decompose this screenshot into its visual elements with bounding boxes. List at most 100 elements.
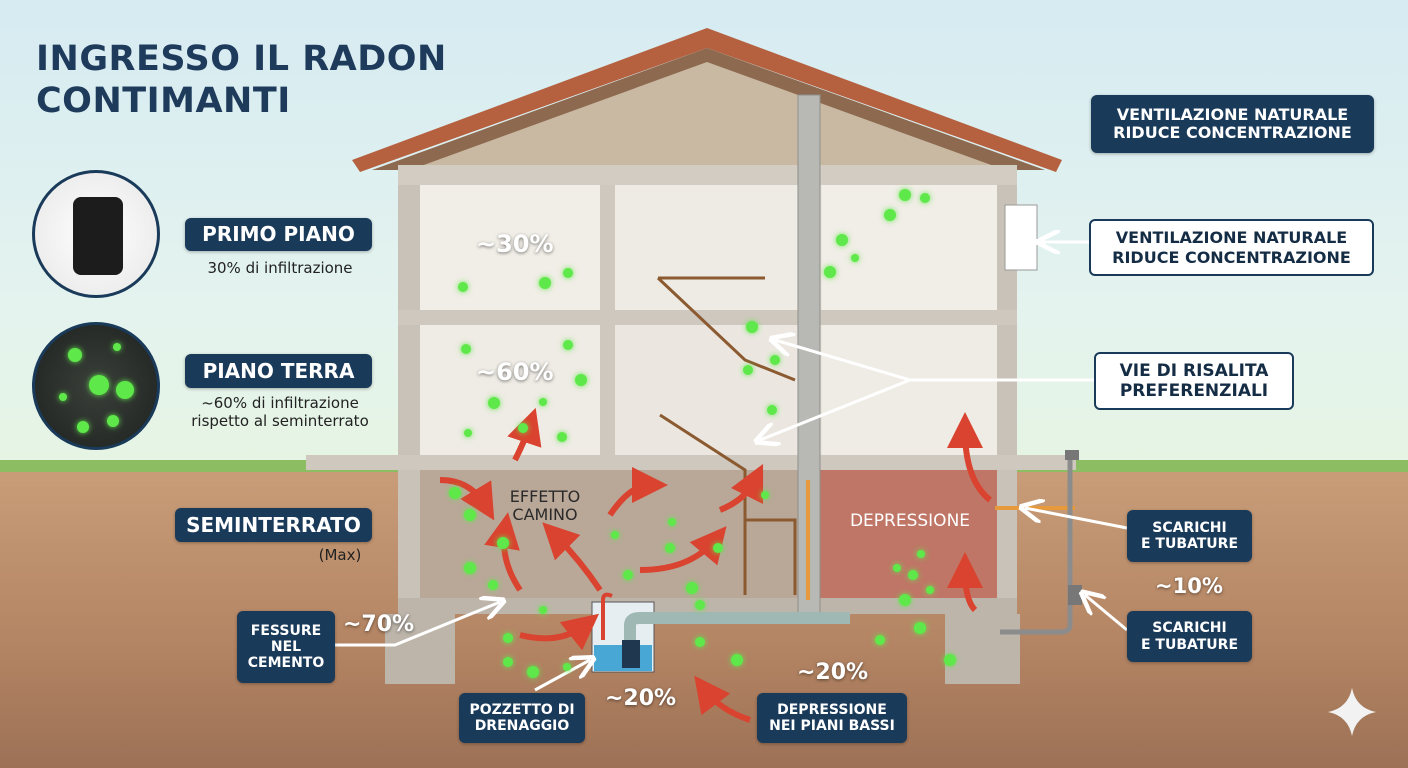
radon-particle: [695, 637, 705, 647]
radon-particle: [464, 509, 476, 521]
radon-particle: [488, 397, 500, 409]
radon-detector-icon: [32, 170, 160, 298]
radon-particle: [563, 663, 571, 671]
radon-particle: [695, 600, 705, 610]
depressione-bassi-percent: ~20%: [797, 660, 869, 685]
depressione-bassi-line2: NEI PIANI BASSI: [769, 718, 895, 734]
label-piano-terra: PIANO TERRA: [185, 354, 372, 388]
radon-particle: [686, 582, 698, 594]
ventilazione-window-line2: RIDUCE CONCENTRAZIONE: [1112, 247, 1351, 267]
radon-particle: [464, 429, 472, 437]
radon-particle: [875, 635, 885, 645]
ventilazione-window-line1: VENTILAZIONE NATURALE: [1115, 228, 1348, 248]
pozzetto-line2: DRENAGGIO: [474, 718, 570, 734]
radon-particle: [926, 586, 934, 594]
radon-particle: [449, 487, 461, 499]
radon-particle: [518, 423, 528, 433]
radon-particle: [539, 277, 551, 289]
scarichi-percent: ~10%: [1155, 574, 1223, 598]
radon-particle: [458, 282, 468, 292]
pozzetto-line1: POZZETTO DI: [469, 701, 575, 718]
depression-room: [820, 470, 1000, 600]
radon-particle: [713, 543, 723, 553]
radon-particle: [668, 518, 676, 526]
piano-terra-desc-2: rispetto al seminterrato: [191, 412, 369, 430]
radon-particle: [497, 537, 509, 549]
chimney-effect-line1: EFFETTO: [509, 487, 581, 506]
radon-particle: [464, 562, 476, 574]
radon-particle: [899, 189, 911, 201]
radon-particle: [461, 344, 471, 354]
open-window: [1004, 204, 1038, 271]
primo-piano-desc: 30% di infiltrazione: [207, 259, 353, 277]
first-floor-percent: ~30%: [476, 230, 554, 258]
radon-particle: [746, 321, 758, 333]
radon-particle: [539, 606, 547, 614]
radon-particle: [824, 266, 836, 278]
radon-particle: [731, 654, 743, 666]
radon-particle: [908, 570, 918, 580]
ventilazione-top-line1: VENTILAZIONE NATURALE: [1116, 104, 1349, 124]
radon-particle: [665, 543, 675, 553]
radon-particle: [944, 654, 956, 666]
radon-particle: [767, 405, 777, 415]
fessure-percent: ~70%: [343, 612, 415, 637]
radon-particle: [851, 254, 859, 262]
radon-particle: [503, 633, 513, 643]
radon-particle: [893, 564, 901, 572]
radon-particle: [527, 666, 539, 678]
radon-particles-icon: [32, 322, 160, 450]
fessure-line2: NEL: [270, 638, 302, 655]
sparkle-icon: [1328, 688, 1376, 736]
roof: [352, 28, 1062, 172]
depressione-bassi-line1: DEPRESSIONE: [777, 701, 887, 718]
radon-particle: [884, 209, 896, 221]
radon-particle: [563, 268, 573, 278]
label-primo-piano: PRIMO PIANO: [185, 218, 372, 251]
radon-particle: [899, 594, 911, 606]
radon-particle: [503, 657, 513, 667]
radon-particle: [611, 531, 619, 539]
radon-particle: [563, 340, 573, 350]
scarichi-1-line1: SCARICHI: [1152, 519, 1227, 536]
ground-floor-percent: ~60%: [476, 358, 554, 386]
callout-lines: [335, 242, 1128, 692]
scarichi-2-line1: SCARICHI: [1152, 620, 1227, 637]
depression-room-label: DEPRESSIONE: [849, 511, 971, 531]
radon-flow-arrows: [439, 407, 992, 723]
radon-particle: [836, 234, 848, 246]
radon-particle: [557, 432, 567, 442]
scarichi-2-line2: E TUBATURE: [1140, 636, 1239, 653]
radon-particle: [743, 365, 753, 375]
pozzetto-percent: ~20%: [605, 686, 677, 711]
fessure-line3: CEMENTO: [247, 655, 325, 672]
radon-particle: [539, 398, 547, 406]
radon-particle: [488, 580, 498, 590]
ventilazione-top-line2: RIDUCE CONCENTRAZIONE: [1113, 123, 1352, 142]
title-line1: INGRESSO IL RADON: [36, 39, 447, 79]
radon-particles: [449, 189, 956, 678]
seminterrato-desc: (Max): [318, 546, 362, 564]
label-seminterrato: SEMINTERRATO: [175, 508, 372, 542]
fessure-line1: FESSURE: [250, 622, 322, 639]
scarichi-1-line2: E TUBATURE: [1140, 536, 1239, 552]
radon-particle: [770, 355, 780, 365]
radon-particle: [761, 491, 769, 499]
radon-particle: [917, 550, 925, 558]
radon-particle: [914, 622, 926, 634]
piano-terra-desc-1: ~60% di infiltrazione: [201, 394, 359, 412]
chimney-effect-line2: CAMINO: [512, 505, 578, 524]
radon-particle: [575, 374, 587, 386]
risalita-line1: VIE DI RISALITA: [1119, 360, 1269, 381]
